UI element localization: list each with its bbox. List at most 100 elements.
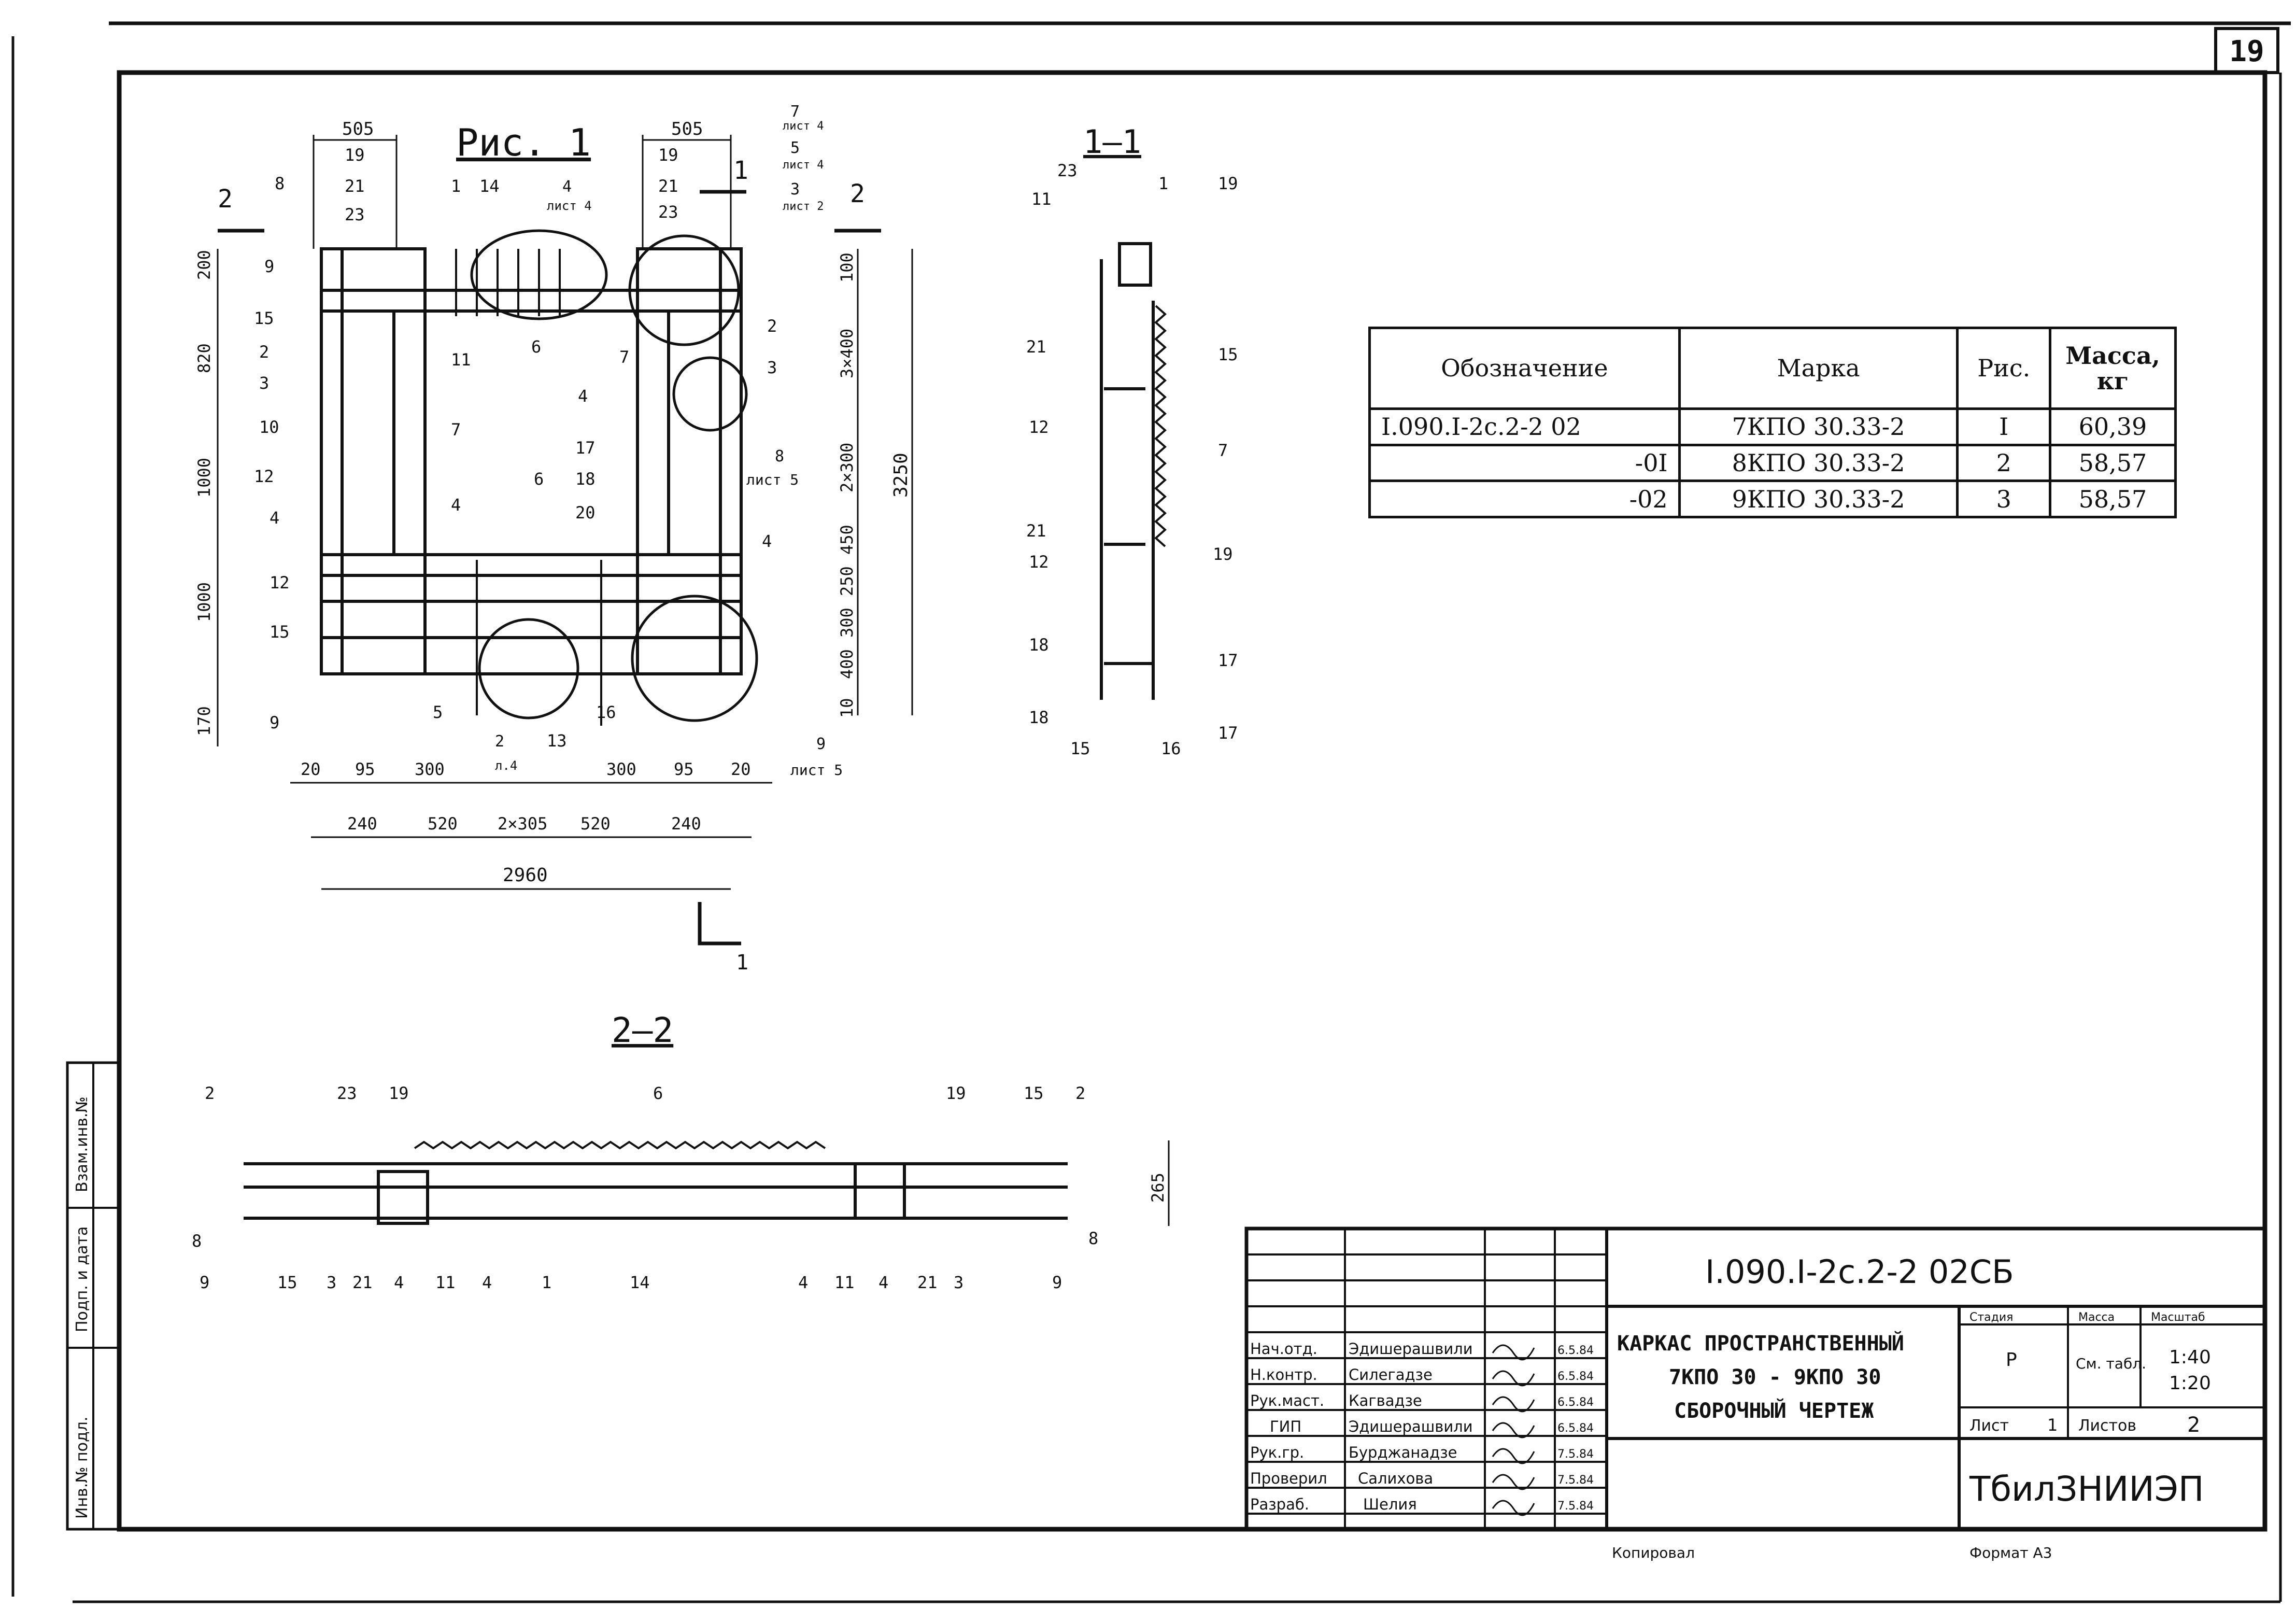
sig-date: 7.5.84 [1557,1474,1594,1487]
left-dim-1: 200 [194,250,214,280]
scale-value-2: 1:20 [2169,1373,2211,1394]
section-mark-left: 2 [218,185,233,214]
right-dim-1: 100 [837,252,857,283]
right-dim-6: 300 [837,608,857,638]
pos-inner-5: 7 [619,347,629,367]
spec-cell-mark: 9КПО 30.33-2 [1678,479,1959,518]
pos-inner-10: 20 [575,503,596,523]
s22-top-6: 15 [1024,1083,1044,1103]
section-1-1-label: 1—1 [1083,123,1141,161]
ref-sheet-4: лист 4 [547,199,592,213]
right-dim-5: 250 [837,566,857,596]
s11-left-5: 21 [1026,521,1046,541]
left-dim-4: 1000 [194,582,214,622]
pos-inner-6: 4 [451,495,461,515]
spec-cell-designation: -02 [1368,479,1681,518]
s22-bot-2: 9 [200,1273,209,1292]
signature-rows: Нач.отд. Эдишерашвили 6.5.84 Н.контр. Си… [1250,1340,1594,1516]
s22-top-5: 19 [946,1083,966,1103]
ref-pos-2: 2 [495,732,504,751]
s11-right-6: 17 [1218,651,1238,670]
spec-cell-figure: I [1956,407,2051,446]
table-row: -0I 8КПО 30.33-2 2 58,57 [1368,443,2177,483]
ref-pos-3: 3 [790,180,800,199]
pos-inner-4: 7 [451,420,461,440]
sig-role: Разраб. [1250,1496,1309,1513]
ref-sheet-9: лист 5 [790,761,843,779]
stage-label: Стадия [1969,1311,2013,1324]
pos-inner-8: 17 [575,438,596,458]
pos-left-3: 21 [345,176,365,196]
pos-inner-7: 6 [534,469,544,489]
section-mark-right: 2 [850,179,865,208]
pos-left-6: 15 [254,308,274,328]
pos-left-4: 23 [345,205,365,224]
ref-sheet-8: лист 5 [746,471,799,488]
s22-bot-13: 4 [878,1273,888,1292]
s11-right-8: 16 [1161,739,1181,758]
s11-left-7: 18 [1029,635,1049,655]
sig-role: Рук.маст. [1250,1392,1324,1409]
sheet-label: Лист [1969,1417,2009,1435]
side-stamp-label-1: Взам.инв.№ [73,1096,91,1192]
pos-left-14: 9 [270,713,279,732]
s22-top-7: 2 [1075,1083,1085,1103]
bottom-dim-3: 300 [415,759,445,779]
title-block-text: I.090.I-2с.2-2 02СБ КАРКАС ПРОСТРАНСТВЕН… [1612,1253,2211,1561]
signature-row: Рук.маст. Кагвадзе 6.5.84 [1250,1392,1594,1413]
sheet-number: 19 [2229,35,2264,68]
spec-cell-mark: 7КПО 30.33-2 [1678,407,1959,446]
right-dim-3: 2×300 [837,443,857,492]
pos-inner-12: 5 [433,702,443,722]
s11-right-7: 17 [1218,723,1238,743]
pos-left-5: 9 [264,257,274,276]
sig-name: Эдишерашвили [1349,1418,1473,1435]
pos-left-12: 12 [270,573,290,593]
pos-left-2: 19 [345,145,365,165]
left-dim-3: 1000 [194,458,214,498]
scale-value-1: 1:40 [2169,1347,2211,1368]
ref-pos-9: 9 [816,735,826,753]
s22-bot-1: 8 [192,1231,202,1251]
stage-value: Р [2006,1349,2017,1371]
pos-left-13: 15 [270,622,290,642]
bottom-dim-11: 240 [671,814,701,834]
ref-sheet-5: лист 4 [783,159,824,172]
bottom-dim-7: 240 [347,814,377,834]
signature-row: Рук.гр. Бурджанадзе 7.5.84 [1250,1444,1594,1464]
spec-cell-mass: 60,39 [2048,407,2177,446]
signature-row: Проверил Салихова 7.5.84 [1250,1470,1594,1490]
spec-cell-figure: 2 [1956,443,2051,483]
s11-right-5: 19 [1213,544,1233,564]
s11-left-2: 11 [1031,189,1052,209]
ref-sheet-7: лист 4 [783,120,824,133]
right-dim-8: 10 [837,698,857,718]
side-stamp-label-3: Инв.№ подл. [73,1417,91,1519]
organization: ТбилЗНИИЭП [1969,1469,2204,1509]
drawing-code: I.090.I-2с.2-2 02СБ [1705,1253,2014,1291]
pos-left-1: 8 [275,174,285,193]
cut-mark-bottom: 1 [736,951,748,975]
s11-right-2: 19 [1218,174,1238,193]
signature-row: Нач.отд. Эдишерашвили 6.5.84 [1250,1340,1594,1361]
section-2-2-label: 2—2 [612,1010,673,1050]
sig-date: 6.5.84 [1557,1344,1594,1357]
table-row: I.090.I-2с.2-2 02 7КПО 30.33-2 I 60,39 [1368,407,2177,446]
pos-right-4: 2 [767,316,777,336]
pos-left-7: 2 [259,342,269,362]
top-dim-right: 505 [671,119,703,139]
copied-label: Копировал [1612,1544,1695,1561]
sheet-value: 1 [2047,1415,2058,1435]
spec-header-figure: Рис. [1956,326,2051,411]
spec-cell-designation: I.090.I-2с.2-2 02 [1368,407,1681,446]
bottom-dim-8: 520 [428,814,458,834]
s22-bot-11: 4 [798,1273,808,1292]
mass-label: Масса [2078,1311,2115,1324]
title-block [1244,1226,2267,1531]
section-1-1: 1—1 23 11 21 12 21 12 18 18 15 1 19 15 7… [1026,123,1238,758]
ref-sheet-2: л.4 [495,758,517,773]
title-line-1: КАРКАС ПРОСТРАНСТВЕННЫЙ [1617,1331,1904,1356]
pos-inner-9: 18 [575,469,596,489]
pos-left-8: 3 [259,373,269,393]
s11-right-4: 7 [1218,441,1228,460]
